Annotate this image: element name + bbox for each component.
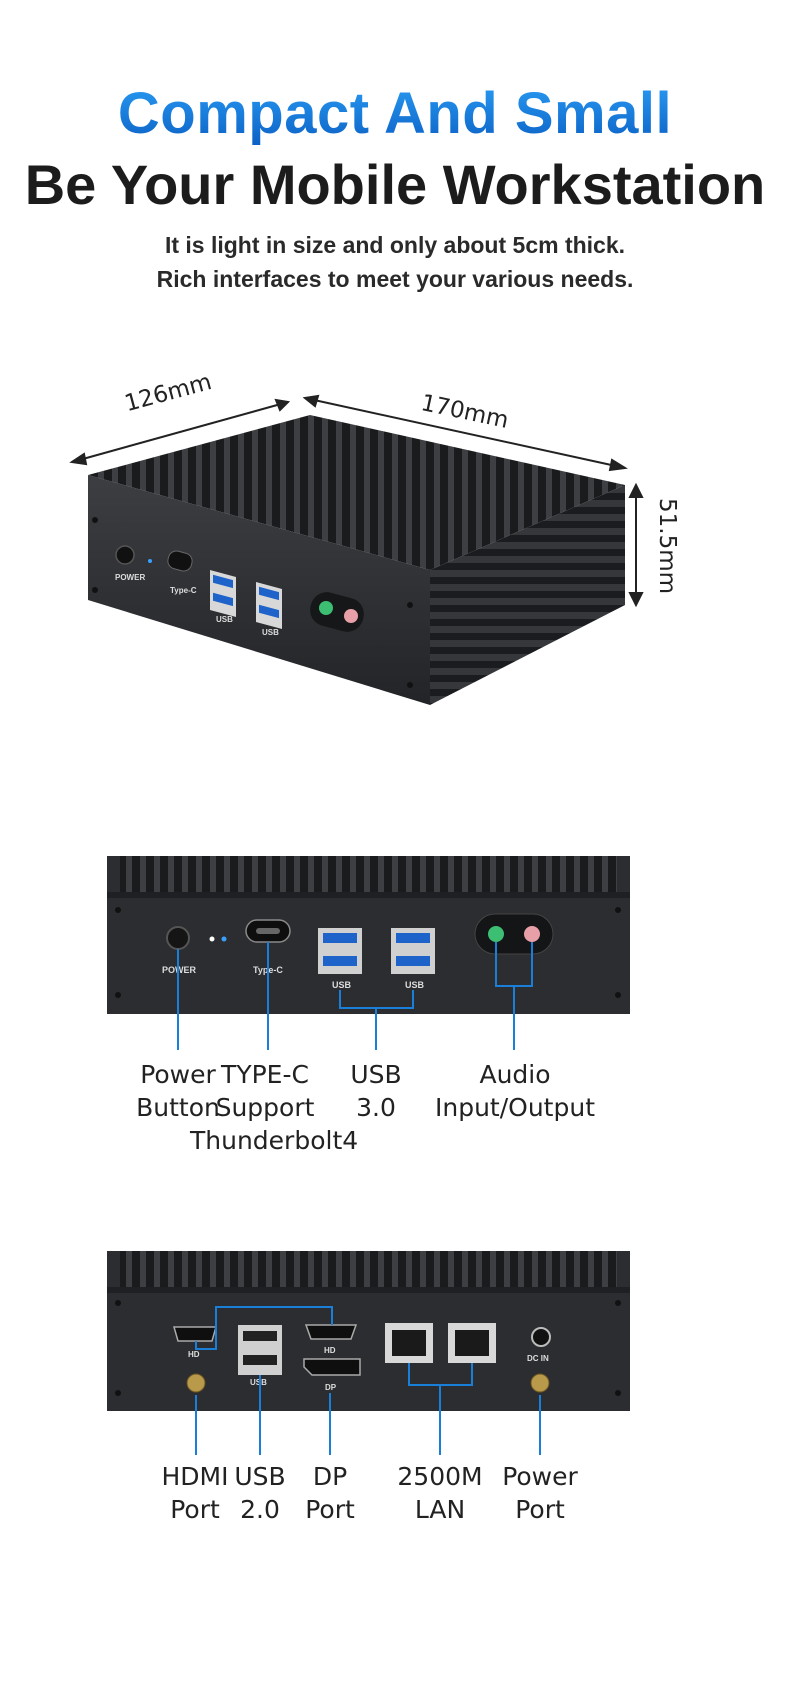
- hdmi-port-icon: [173, 1326, 217, 1342]
- side-face: [430, 485, 625, 705]
- usb3-port-icon: [391, 928, 435, 974]
- height-dimension: 51.5mm: [654, 498, 680, 595]
- description-line-2: Rich interfaces to meet your various nee…: [156, 266, 634, 292]
- subheadline: Be Your Mobile Workstation: [24, 153, 766, 216]
- headphone-jack-icon: [319, 601, 333, 615]
- callout-dp: DP Port: [305, 1462, 355, 1524]
- rear-usb-label: USB: [250, 1378, 267, 1387]
- typec-port-icon: [167, 550, 193, 572]
- lan-port-icon: [385, 1323, 433, 1363]
- usb-port-icon: [210, 570, 236, 617]
- power-button-icon: [166, 926, 190, 950]
- rear-panel-image: HD USB HD DP DC IN: [107, 1251, 630, 1455]
- rear-dcin-label: DC IN: [527, 1354, 549, 1363]
- antenna-icon: [530, 1373, 550, 1393]
- front-panel-image: POWER Type-C USB USB: [107, 856, 630, 1050]
- rear-hd-label-2: HD: [324, 1346, 336, 1355]
- iso-usb-label: USB: [216, 615, 233, 624]
- power-button-icon: [115, 545, 135, 565]
- usb-port-icon: [256, 582, 282, 629]
- front-power-label: POWER: [162, 965, 197, 975]
- dp-port-icon: [303, 1358, 361, 1376]
- rear-hd-label: HD: [188, 1350, 200, 1359]
- description-line-1: It is light in size and only about 5cm t…: [164, 232, 626, 258]
- antenna-icon: [186, 1373, 206, 1393]
- callout-typec: TYPE-C Support Thunderbolt4: [190, 1060, 359, 1155]
- callout-audio: Audio Input/Output: [435, 1060, 595, 1122]
- rear-callout-lines: [195, 1306, 541, 1455]
- callout-hdmi: HDMI Port: [161, 1462, 229, 1524]
- dc-in-port-icon: [531, 1327, 551, 1347]
- headphone-jack-icon: [488, 926, 504, 942]
- rear-dp-label: DP: [325, 1383, 337, 1392]
- usb2-port-icon: [238, 1325, 282, 1375]
- callout-usb30: USB 3.0: [350, 1060, 402, 1122]
- callout-power-button: Power Button: [136, 1060, 220, 1122]
- callout-lan: 2500M LAN: [397, 1462, 483, 1524]
- product-isometric-image: POWER Type-C USB USB: [69, 394, 644, 705]
- callout-power-port: Power Port: [502, 1462, 578, 1524]
- mic-jack-icon: [344, 609, 358, 623]
- front-usb-label-2: USB: [405, 980, 425, 990]
- iso-power-label: POWER: [115, 573, 145, 582]
- mic-jack-icon: [524, 926, 540, 942]
- dimension-arrows: [69, 394, 644, 608]
- front-callout-lines: [177, 942, 533, 1050]
- hdmi-port-icon: [304, 1324, 358, 1340]
- headline: Compact And Small: [0, 80, 790, 147]
- callout-usb20: USB 2.0: [234, 1462, 286, 1524]
- usb3-port-icon: [318, 928, 362, 974]
- iso-usb-label-2: USB: [262, 628, 279, 637]
- lan-port-icon: [448, 1323, 496, 1363]
- front-usb-label: USB: [332, 980, 352, 990]
- iso-typec-label: Type-C: [170, 586, 197, 595]
